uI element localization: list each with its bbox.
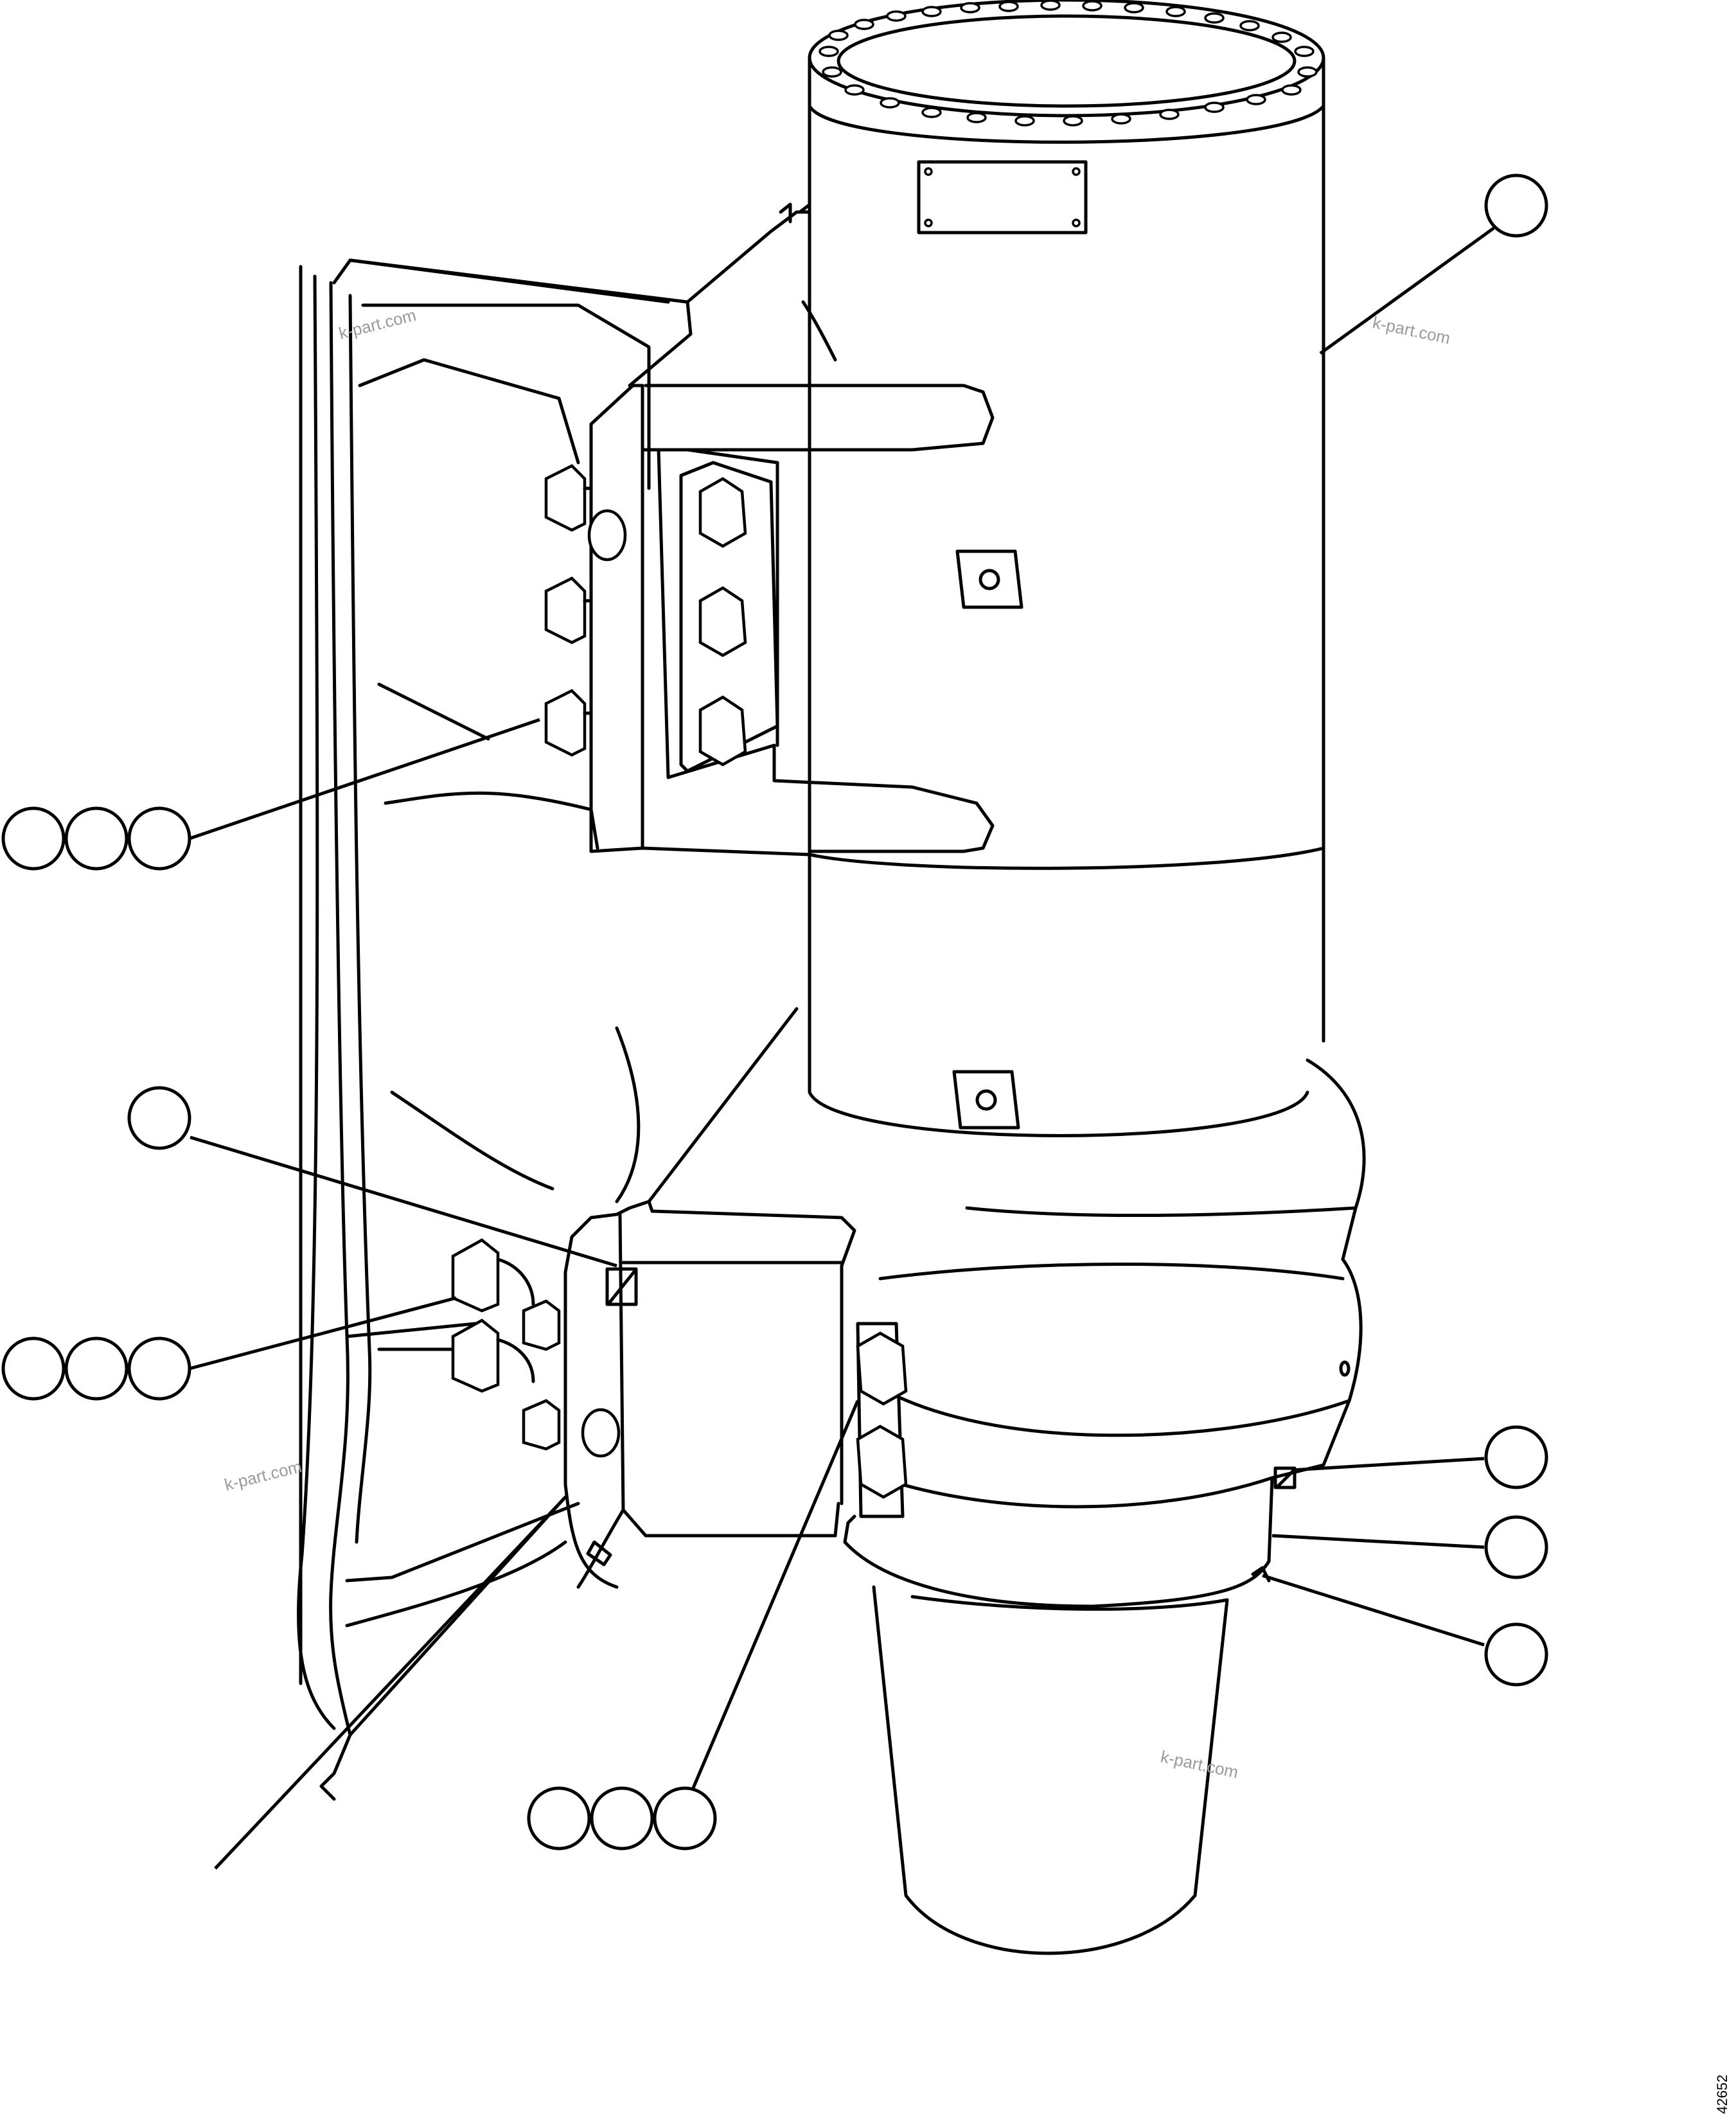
callout-rod-collar [1484, 1622, 1548, 1687]
lower-side-bolts [451, 1238, 621, 1458]
watermark-text: k-part.com [222, 1457, 303, 1495]
watermark-text: k-part.com [1371, 313, 1452, 348]
upper-side-bolts [544, 464, 627, 757]
watermark-text: k-part.com [1159, 1747, 1240, 1782]
lower-front-bolts [856, 1322, 908, 1518]
frame-plate [296, 258, 670, 1737]
square-lug-upper [955, 549, 1023, 609]
callout-seal-ring [1484, 1515, 1548, 1579]
callout-cylinder-body [1484, 173, 1548, 238]
upper-front-bolts [679, 461, 779, 773]
nameplate [917, 160, 1088, 235]
figure-number: 42652 [1714, 2075, 1730, 2114]
set-screw [1273, 1466, 1297, 1489]
lower-housing [843, 1058, 1366, 1608]
block-marker [605, 1267, 638, 1306]
flange-bolt-holes [819, 0, 1318, 127]
callout-lower-bolt-group [1, 1336, 191, 1401]
callout-balloons [1, 173, 1548, 1850]
upper-bracket [348, 202, 995, 856]
cylinder-barrel [801, 0, 1325, 1137]
leader-lines [189, 226, 1495, 1790]
callout-front-bolt-group [527, 1786, 717, 1850]
callout-block-marker [127, 1086, 191, 1150]
callout-set-screw [1484, 1425, 1548, 1489]
callout-upper-bolt-group [1, 806, 191, 871]
piston-rod [872, 1585, 1229, 1955]
square-lug-lower [952, 1070, 1020, 1130]
lower-bracket [319, 1007, 856, 1801]
